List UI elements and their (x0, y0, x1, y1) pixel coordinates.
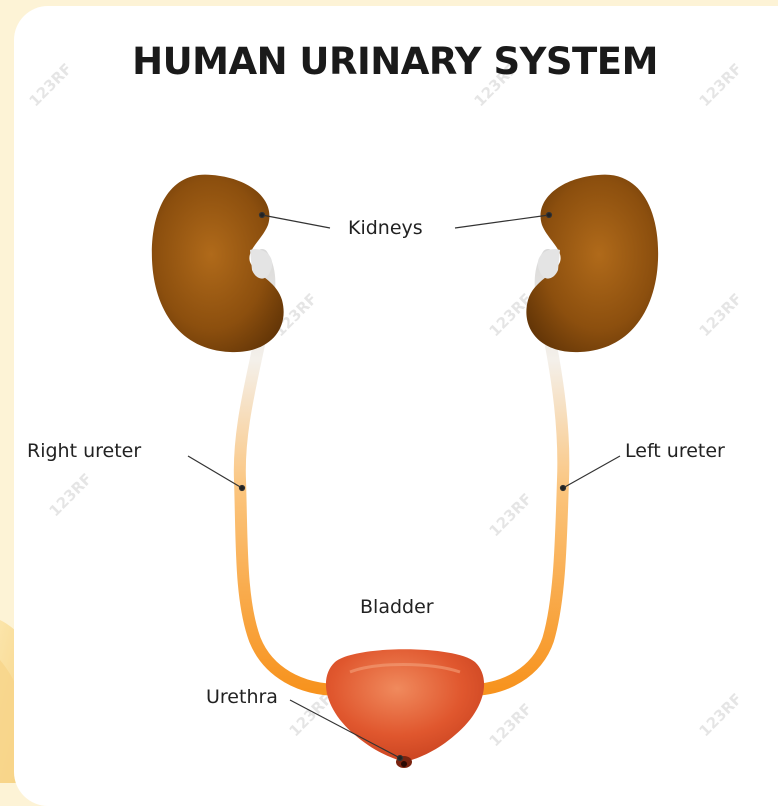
left-ureter-label: Left ureter (625, 440, 725, 462)
kidneys-leader-left (455, 215, 549, 228)
diagram-title: HUMAN URINARY SYSTEM (0, 40, 778, 83)
kidneys-label: Kidneys (348, 217, 423, 239)
right-ureter-label: Right ureter (27, 440, 141, 462)
urinary-system-illustration (0, 0, 778, 783)
bladder-label: Bladder (360, 596, 434, 618)
urethra-label: Urethra (206, 686, 278, 708)
bladder (326, 649, 484, 762)
left-ureter-leader (563, 456, 620, 488)
kidneys-leader-right (262, 215, 330, 228)
